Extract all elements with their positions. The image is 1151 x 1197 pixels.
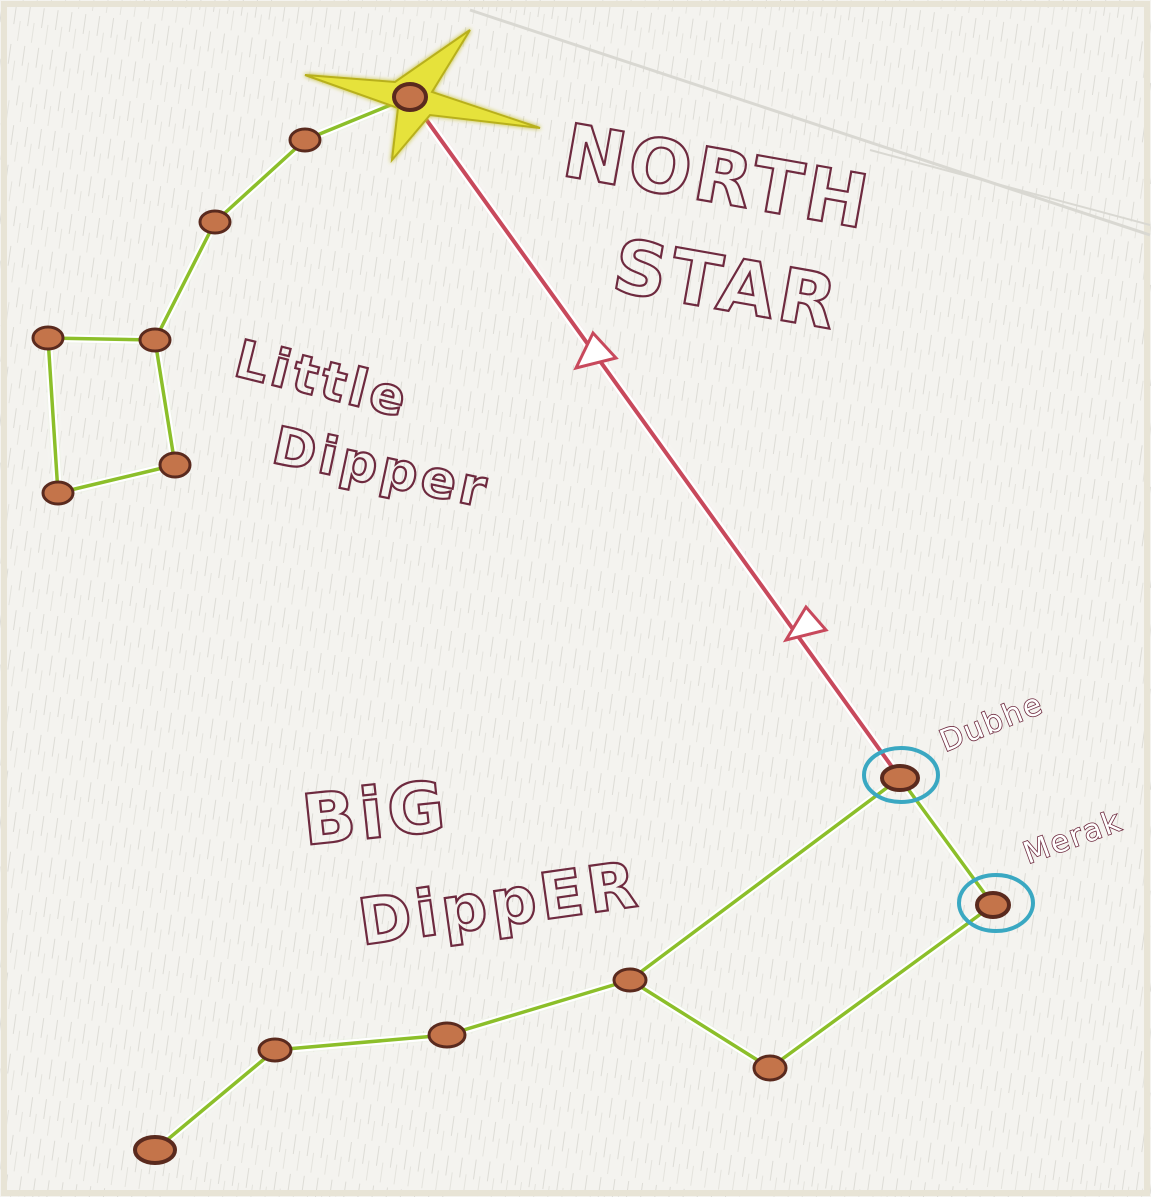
star	[43, 482, 73, 504]
star	[429, 1023, 465, 1047]
star	[135, 1137, 175, 1163]
star	[160, 453, 190, 477]
star-merak	[977, 893, 1009, 917]
star	[140, 329, 170, 351]
star-north-star	[394, 84, 426, 110]
star	[259, 1039, 291, 1061]
star	[200, 211, 230, 233]
star	[33, 327, 63, 349]
big-dipper-label-line1: BiG	[298, 765, 453, 862]
star	[290, 129, 320, 151]
star	[754, 1056, 786, 1080]
star	[614, 969, 646, 991]
star-dubhe	[882, 766, 918, 790]
